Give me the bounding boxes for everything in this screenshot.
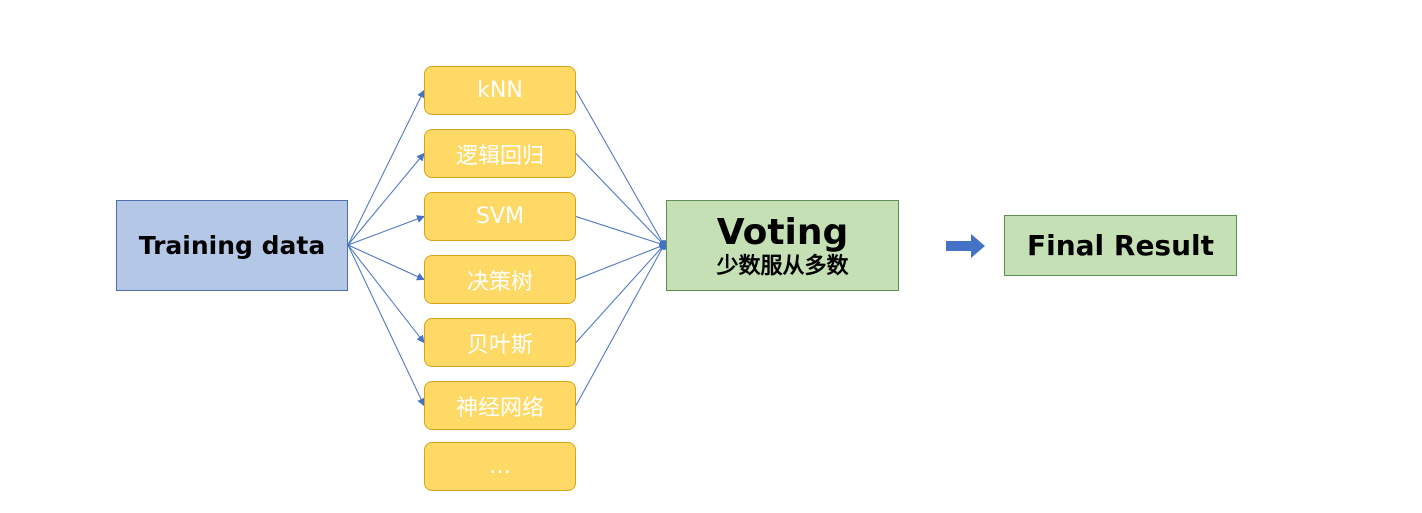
right-arrow-icon — [946, 234, 985, 258]
voting-subtitle: 少数服从多数 — [716, 253, 849, 279]
connector-input-to-model-6 — [347, 244, 425, 407]
connector-input-to-model-2 — [347, 152, 425, 246]
connector-model-4-to-voting — [575, 244, 665, 280]
connector-model-2-to-voting — [575, 153, 665, 246]
final-result-label: Final Result — [1026, 229, 1215, 262]
connector-input-to-model-1 — [347, 89, 425, 246]
voting-title: Voting — [716, 212, 849, 254]
voting-box: Voting 少数服从多数 — [666, 200, 899, 291]
model-box-decision-tree: 决策树 — [424, 255, 576, 304]
model-box-logistic-regression: 逻辑回归 — [424, 129, 576, 178]
model-box-svm: SVM — [424, 192, 576, 241]
connector-input-to-model-4 — [347, 244, 425, 281]
connector-input-to-model-5 — [347, 244, 425, 344]
model-label: 神经网络 — [455, 395, 544, 421]
connector-model-3-to-voting — [575, 216, 665, 246]
input-to-model-connectors — [347, 89, 425, 407]
model-label: 逻辑回归 — [455, 143, 544, 169]
model-label: kNN — [477, 78, 523, 103]
model-box-ellipsis: … — [424, 442, 576, 491]
model-box-knn: kNN — [424, 66, 576, 115]
model-to-voting-connectors — [575, 90, 665, 406]
model-label: 决策树 — [466, 269, 533, 295]
connector-model-5-to-voting — [575, 244, 665, 343]
model-box-neural-network: 神经网络 — [424, 381, 576, 430]
training-data-box: Training data — [116, 200, 348, 291]
model-label: SVM — [476, 204, 524, 229]
connector-model-6-to-voting — [575, 244, 665, 406]
connector-model-1-to-voting — [575, 90, 665, 246]
model-box-bayes: 贝叶斯 — [424, 318, 576, 367]
model-label: … — [489, 454, 511, 479]
model-label: 贝叶斯 — [466, 332, 533, 358]
connector-input-to-model-3 — [347, 215, 425, 246]
final-result-box: Final Result — [1004, 215, 1237, 276]
training-data-label: Training data — [138, 231, 326, 260]
